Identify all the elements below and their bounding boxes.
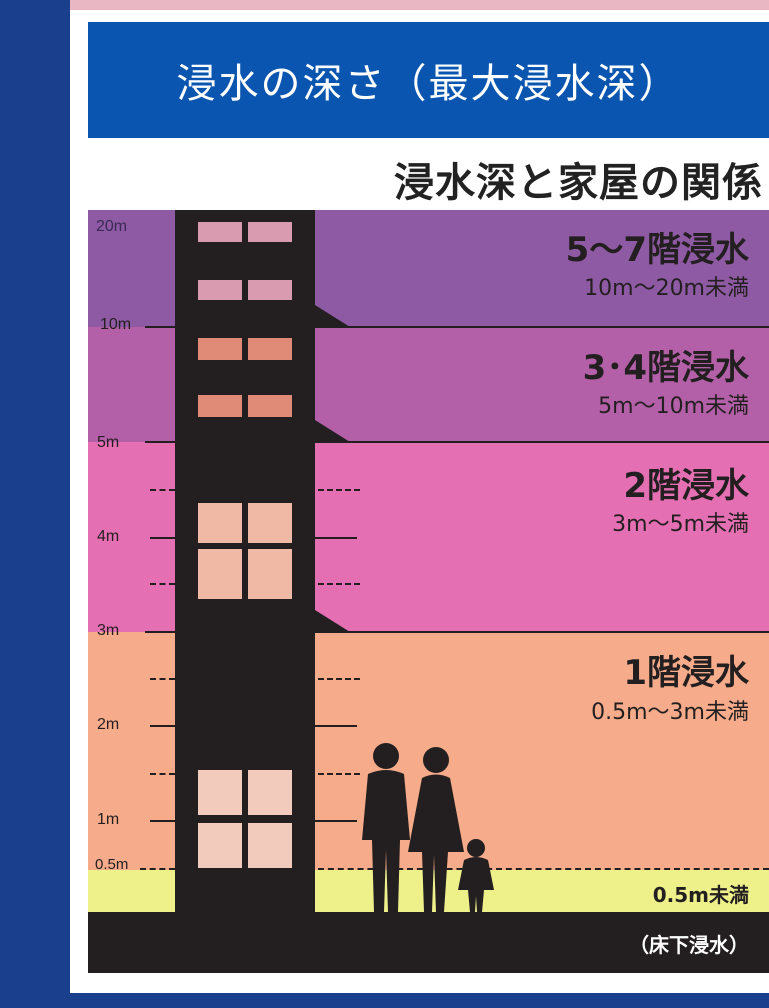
dash-line [150,678,175,680]
window-1f [248,823,292,868]
window-mid [248,338,292,360]
line-10m [315,326,769,328]
tick-3m [145,631,175,633]
building-slopes [315,305,350,632]
window-top [198,280,242,300]
dash-line [150,583,175,585]
level-3-4-title: 3･4階浸水 [582,348,749,388]
dash-line-0-5m-right [318,868,769,870]
tick-5m [145,441,175,443]
line-3m [315,631,769,633]
window-1f [248,770,292,815]
window-top [198,222,242,242]
window-1f [198,823,242,868]
axis-label-0-5m: 0.5m [95,856,129,873]
dash-line [318,773,360,775]
tick-2m-right [315,725,357,727]
dash-line-0-5m [140,868,175,870]
level-1-range: 0.5m〜3m未満 [591,700,749,725]
window-mid [198,338,242,360]
window-2f [248,549,292,599]
axis-label-20m: 20m [96,218,128,235]
dash-line [150,773,175,775]
axis-label-4m: 4m [97,528,120,545]
window-mid [248,395,292,417]
level-5-7-title: 5〜7階浸水 [565,230,749,270]
building-silhouette [175,210,315,973]
tick-4m-right [315,537,357,539]
under-floor-range: 0.5m未満 [652,883,749,907]
tick-4m [150,537,175,539]
axis-label-1m: 1m [97,811,120,828]
dash-line [318,489,360,491]
window-top [248,280,292,300]
tick-2m [150,725,175,727]
dash-line [150,489,175,491]
axis-label-5m: 5m [97,434,120,451]
page-title-text: 浸水の深さ（最大浸水深） [176,61,681,107]
level-2-range: 3m〜5m未満 [612,512,749,537]
dash-line [318,583,360,585]
axis-label-3m: 3m [97,622,120,639]
dash-line [318,678,360,680]
window-top [248,222,292,242]
axis-label-10m: 10m [100,316,132,333]
window-2f [198,503,242,543]
level-2-title: 2階浸水 [623,466,749,506]
tick-1m-right [315,820,357,822]
level-1-title: 1階浸水 [623,653,749,693]
tick-1m [150,820,175,822]
window-2f [248,503,292,543]
level-5-7-range: 10m〜20m未満 [584,276,749,301]
tick-10m [145,326,175,328]
window-mid [198,395,242,417]
line-5m [315,441,769,443]
under-floor-label: （床下浸水） [629,933,749,957]
axis-label-2m: 2m [97,716,120,733]
top-map-strip [70,0,769,10]
window-2f [198,549,242,599]
diagram-subtitle: 浸水深と家屋の関係 [394,160,763,206]
window-1f [198,770,242,815]
level-3-4-range: 5m〜10m未満 [598,394,749,419]
page-title: 浸水の深さ（最大浸水深） [88,22,769,138]
family-silhouette-icon [362,743,494,912]
